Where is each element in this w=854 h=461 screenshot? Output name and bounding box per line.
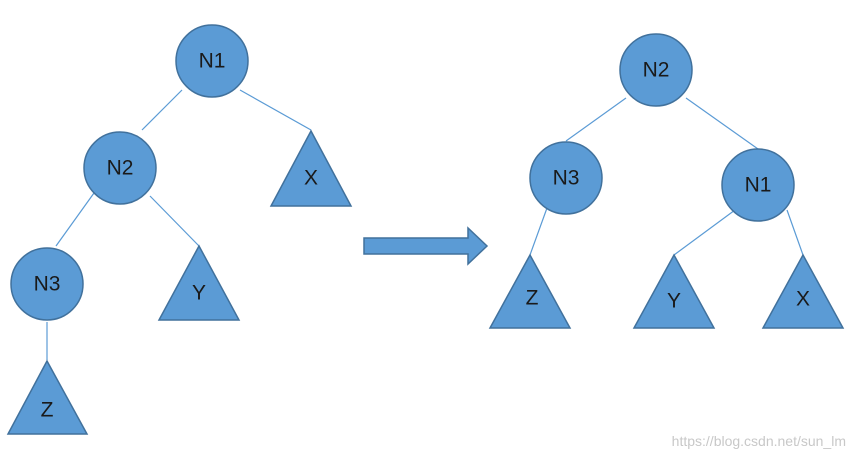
edge-n2-n3 <box>55 192 95 247</box>
subtree-label: X <box>304 167 318 190</box>
edge-n2-n3 <box>565 97 627 142</box>
transform-arrow <box>363 226 489 266</box>
node-label: N3 <box>34 273 61 296</box>
subtree-triangle: X <box>269 129 353 207</box>
subtree-triangle: Z <box>6 359 89 435</box>
subtree-label: Y <box>192 282 206 305</box>
edge-n1-n2 <box>141 89 183 131</box>
subtree-triangle: Y <box>632 253 716 329</box>
tree-node: N1 <box>175 24 249 98</box>
tree-node: N2 <box>83 131 157 205</box>
edge-n1-y <box>673 209 736 256</box>
node-label: N1 <box>199 50 226 73</box>
node-label: N2 <box>107 157 134 180</box>
watermark-text: https://blog.csdn.net/sun_lm <box>672 433 846 449</box>
tree-node: N1 <box>721 148 795 222</box>
tree-node: N3 <box>10 247 84 321</box>
subtree-label: Z <box>41 399 54 422</box>
node-label: N3 <box>553 167 580 190</box>
subtree-label: X <box>796 288 810 311</box>
subtree-triangle: X <box>761 253 845 329</box>
subtree-label: Z <box>526 287 539 310</box>
tree-node: N2 <box>619 33 693 107</box>
tree-node: N3 <box>529 141 603 215</box>
subtree-label: Y <box>667 290 681 313</box>
subtree-triangle: Y <box>157 244 241 321</box>
edge-n1-x <box>786 209 804 256</box>
edge-n3-z <box>529 207 548 256</box>
node-label: N1 <box>745 174 772 197</box>
node-label: N2 <box>643 59 670 82</box>
edge-n1-x <box>239 89 312 131</box>
before-tree: N1 N2 N3 X Y Z <box>6 24 353 435</box>
subtree-triangle: Z <box>488 253 572 329</box>
right-arrow-icon <box>363 226 489 266</box>
edge-n2-n1 <box>685 97 759 150</box>
after-tree: N2 N3 N1 Z Y X <box>488 33 845 329</box>
edge-n2-y <box>149 195 200 247</box>
